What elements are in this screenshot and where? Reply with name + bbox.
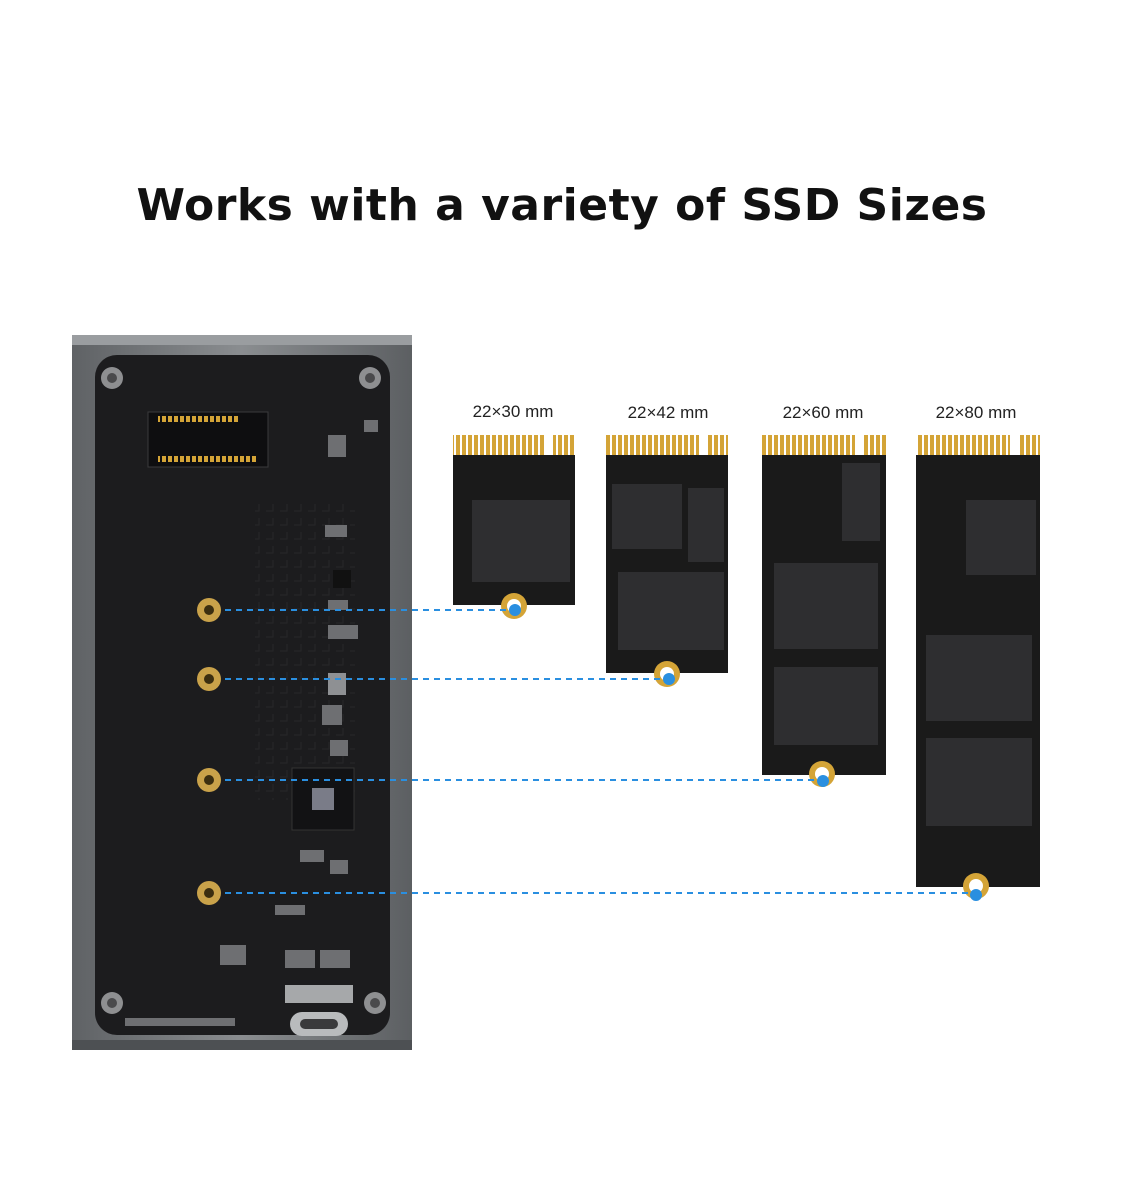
enclosure [72,335,412,1050]
board-components [125,420,378,1026]
m2-socket [147,411,269,468]
ssd-label-2280: 22×80 mm [935,403,1017,422]
connector-dot-icon [509,604,982,901]
ssd-label-2230: 22×30 mm [472,402,554,421]
connector-lines [225,609,974,894]
screw-icon [101,367,386,1014]
ssd-2230 [453,435,575,619]
ssd-2260 [762,435,886,787]
ssd-label-2260: 22×60 mm [782,403,864,422]
usb-c-port [285,985,353,1036]
page-title: Works with a variety of SSD Sizes [136,180,988,231]
standoff-icon [197,598,221,905]
ssd-2280 [916,435,1040,899]
ssd-label-2242: 22×42 mm [627,403,709,422]
ssd-2242 [606,435,728,687]
